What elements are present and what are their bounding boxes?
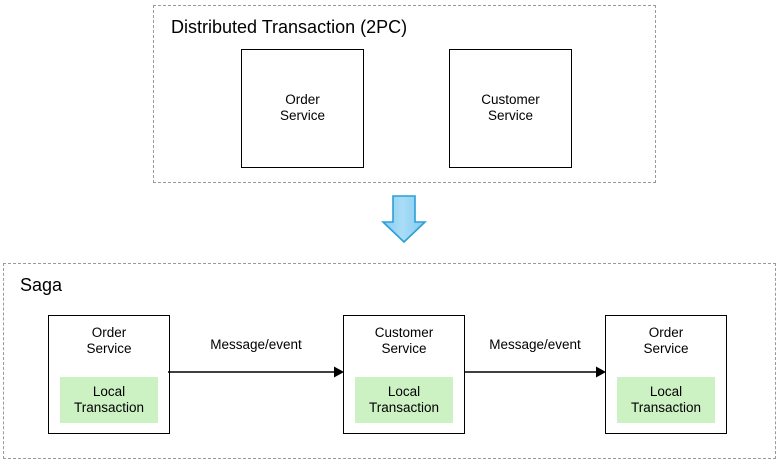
service-label-saga-customer-service: Customer Service (374, 325, 434, 356)
group-title-saga: Saga (20, 275, 63, 295)
local-transaction-saga-customer-service: Local Transaction (355, 377, 453, 423)
service-box-order-service-top[interactable] (241, 49, 364, 168)
group-title-distributed-transaction: Distributed Transaction (2PC) (171, 17, 408, 37)
service-label-customer-service-top: Customer Service (481, 92, 540, 123)
transition-arrow-down (381, 194, 427, 244)
connector-label-message-event-1: Message/event (210, 337, 302, 352)
service-label-order-service-top: Order Service (279, 92, 325, 123)
service-box-customer-service-top[interactable] (449, 49, 572, 168)
group-distributed-transaction (153, 5, 656, 183)
local-transaction-saga-order-service-2: Local Transaction (617, 377, 715, 423)
connector-label-message-event-2: Message/event (489, 337, 581, 352)
service-label-saga-order-service-1: Order Service (86, 325, 132, 356)
connector-message-event-1 (168, 360, 344, 384)
group-saga (3, 263, 776, 459)
service-label-saga-order-service-2: Order Service (643, 325, 689, 356)
local-transaction-saga-order-service-1: Local Transaction (60, 377, 158, 423)
connector-message-event-2 (464, 360, 606, 384)
